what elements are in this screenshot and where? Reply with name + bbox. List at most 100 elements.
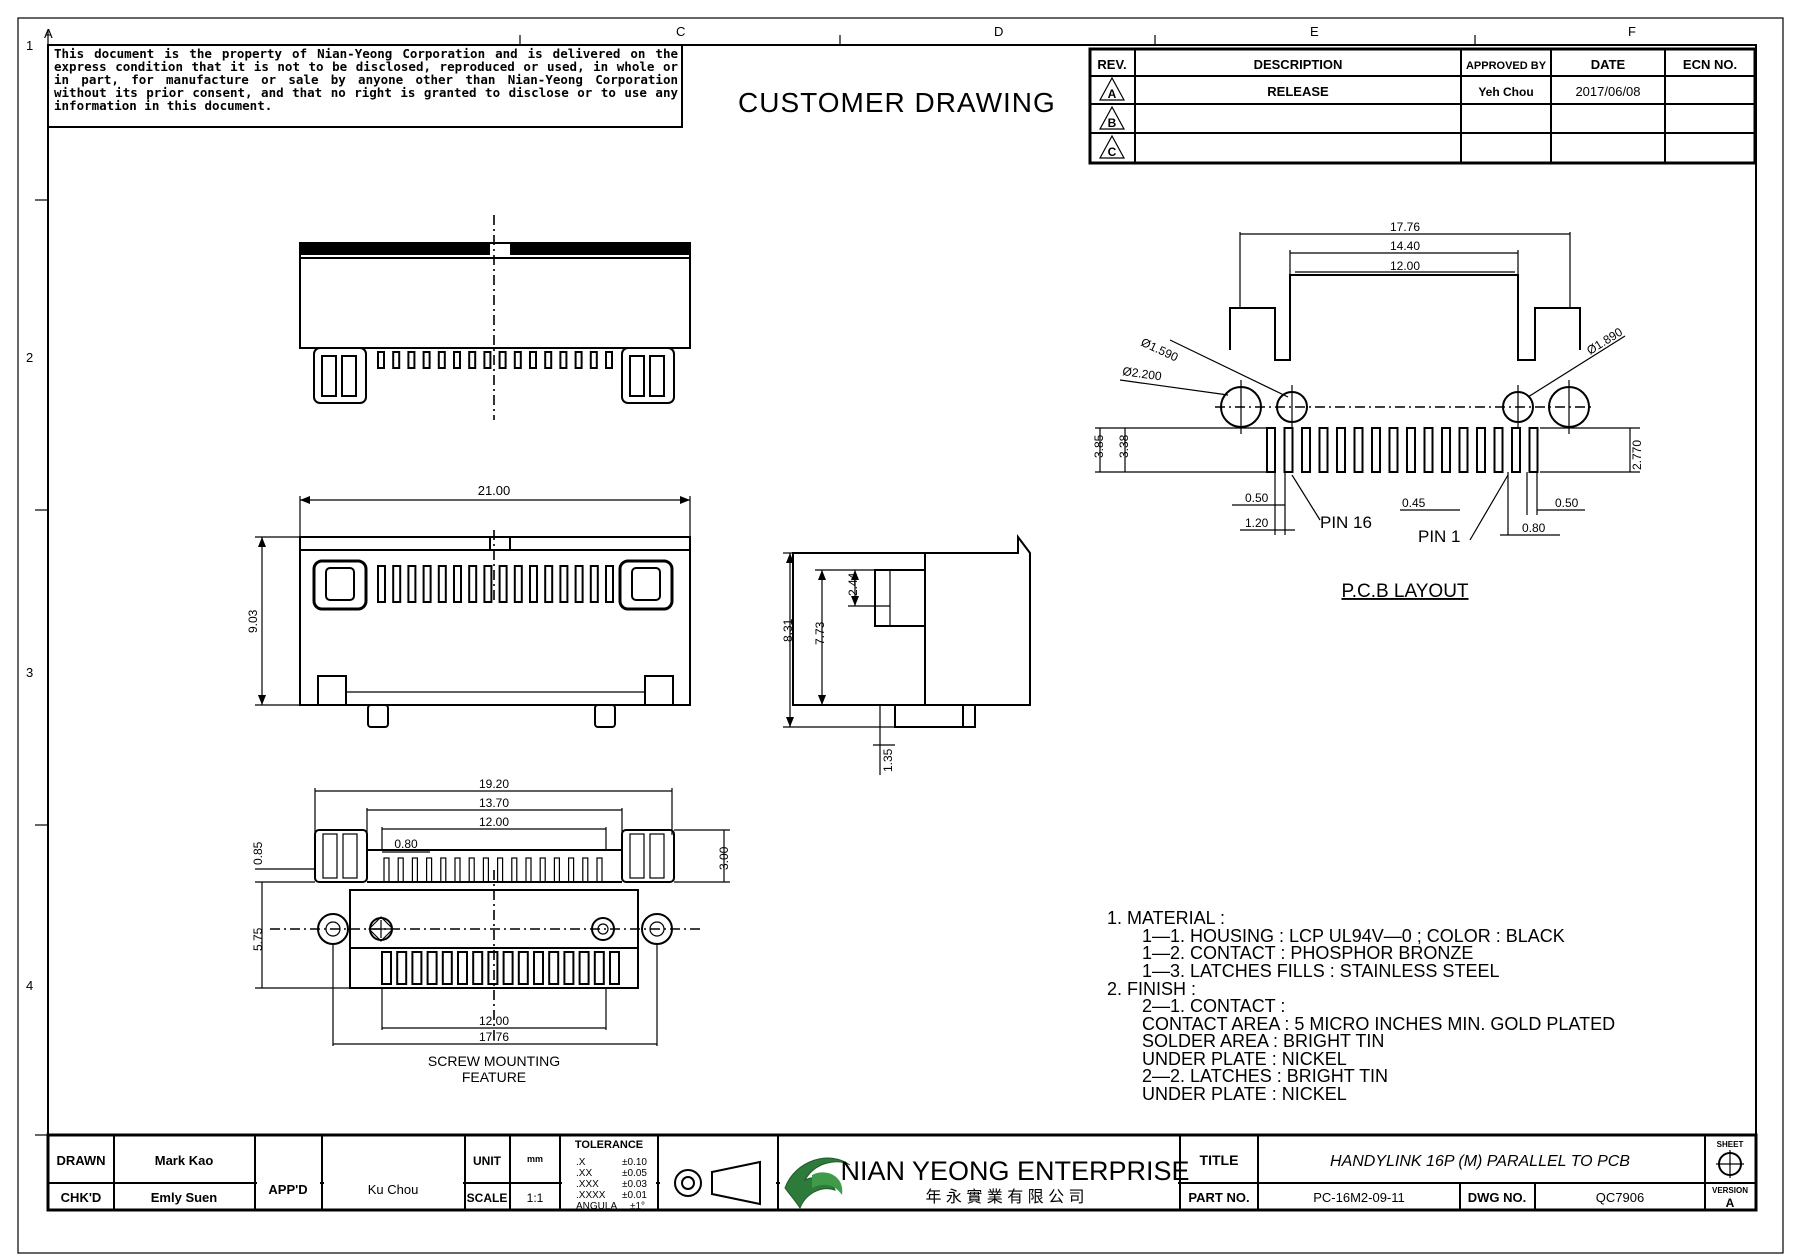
bottom-upper-pin — [411, 857, 418, 883]
unit-label: UNIT — [473, 1154, 502, 1168]
part-no-label: PART NO. — [1188, 1190, 1249, 1205]
front-slot — [559, 565, 569, 603]
sheet-symbol-icon — [1716, 1150, 1744, 1178]
rev-triangle-b — [1098, 105, 1126, 130]
bottom-lower-pin — [517, 951, 529, 985]
company-name: NIAN YEONG ENTERPRISE — [840, 1156, 1189, 1186]
pcb-pad — [1318, 427, 1329, 473]
dwg-no-value: QC7906 — [1596, 1190, 1644, 1205]
bottom-lower-pin — [441, 951, 453, 985]
pcb-layout-title: P.C.B LAYOUT — [1341, 581, 1468, 602]
tol-xxxx-key: .XXXX — [576, 1190, 606, 1201]
chkd-label: CHK'D — [61, 1190, 102, 1205]
disclaimer-text-container: This document is the property of Nian-Ye… — [54, 47, 678, 113]
top-pin — [453, 351, 461, 369]
bottom-lower-pin — [396, 951, 408, 985]
projection-symbol-icon — [674, 1160, 761, 1206]
rev-a-description: RELEASE — [1267, 84, 1329, 99]
rev-header-description: DESCRIPTION — [1254, 57, 1343, 72]
top-pin — [498, 351, 507, 369]
top-view-pins — [377, 351, 613, 369]
note-under-plate-1: UNDER PLATE : NICKEL — [1142, 1049, 1347, 1069]
side-view: 8.31 7.73 2.44 1.35 — [781, 534, 1031, 775]
pcb-pad — [1493, 427, 1504, 473]
top-pin — [437, 351, 446, 369]
front-slot — [498, 565, 508, 603]
rev-a-date: 2017/06/08 — [1575, 84, 1640, 99]
front-slot — [468, 565, 478, 603]
dim-bottom-h2: 5.75 — [251, 927, 265, 951]
bottom-upper-pin — [539, 857, 546, 883]
dim-pcb-pad-w: 0.50 — [1245, 491, 1269, 505]
note-1: 1. MATERIAL : — [1107, 908, 1225, 928]
bottom-lower-pin — [533, 951, 544, 985]
dim-side-pin: 1.35 — [881, 748, 895, 772]
bottom-lower-pin — [381, 951, 392, 985]
front-slot — [422, 565, 432, 603]
disclaimer-text: This document is the property of Nian-Ye… — [54, 47, 678, 113]
front-slot — [437, 565, 447, 603]
disclaimer-box — [47, 44, 683, 128]
material-notes: 1. MATERIAL : 1—1. HOUSING : LCP UL94V—0… — [1107, 908, 1615, 1104]
note-contact-area: CONTACT AREA : 5 MICRO INCHES MIN. GOLD … — [1142, 1014, 1615, 1034]
dim-bottom-b2: 17.76 — [479, 1030, 509, 1044]
zone-col-c: C — [676, 24, 685, 39]
tol-x-val: ±0.10 — [622, 1157, 647, 1168]
dim-bottom-h3: 3.00 — [717, 846, 731, 870]
outer-border — [17, 17, 1784, 1254]
dim-pcb-w1: 17.76 — [1390, 220, 1420, 234]
bottom-lower-pin — [563, 951, 575, 985]
top-pin — [392, 351, 401, 369]
bottom-lower-pin — [487, 951, 499, 985]
tolerance-label: TOLERANCE — [575, 1139, 643, 1151]
pcb-pad — [1283, 427, 1294, 473]
bottom-upper-pin — [426, 857, 433, 883]
top-pin — [513, 351, 522, 369]
top-pin — [468, 351, 477, 369]
dim-pcb-pad-gap: 1.20 — [1245, 516, 1269, 530]
zone-row-1: 1 — [26, 38, 33, 53]
revision-table: REV. DESCRIPTION APPROVED BY DATE ECN NO… — [1088, 47, 1757, 165]
bottom-lower-pin — [426, 951, 438, 985]
front-slot — [483, 565, 493, 603]
drawn-value: Mark Kao — [155, 1153, 214, 1168]
top-pin — [529, 351, 537, 369]
bottom-upper-pin — [468, 857, 475, 883]
front-slot — [544, 565, 554, 603]
inner-border — [47, 44, 1757, 1211]
pcb-pad — [1476, 427, 1486, 473]
bottom-view-upper-pins — [383, 857, 603, 883]
rev-triangle-c — [1098, 134, 1126, 159]
note-1-2: 1—2. CONTACT : PHOSPHOR BRONZE — [1142, 943, 1473, 963]
pcb-pad — [1388, 427, 1399, 473]
drawing-title: HANDYLINK 16P (M) PARALLEL TO PCB — [1330, 1153, 1630, 1170]
rev-triangle-a — [1098, 76, 1126, 101]
dim-bottom-pitch: 0.80 — [394, 837, 418, 851]
bottom-lower-pin — [502, 951, 514, 985]
zone-markers: A C D E F 1 2 3 4 — [26, 24, 1636, 1136]
pcb-pad — [1406, 427, 1416, 473]
tol-xx-val: ±0.05 — [622, 1168, 647, 1179]
front-slot — [377, 565, 386, 603]
rev-header-date: DATE — [1591, 57, 1626, 72]
dim-side-total: 8.31 — [781, 618, 795, 642]
front-slot — [574, 565, 584, 603]
tol-xxx-key: .XXX — [576, 1179, 599, 1190]
bottom-lower-pin — [578, 951, 590, 985]
dim-pcb-h3: 2.770 — [1630, 440, 1644, 470]
company-name-chinese: 年 永 實 業 有 限 公 司 — [925, 1187, 1084, 1206]
top-pin — [483, 351, 492, 369]
pcb-pad — [1301, 427, 1311, 473]
dim-front-width: 21.00 — [478, 483, 511, 498]
screw-mounting-title-1: SCREW MOUNTING — [428, 1053, 560, 1069]
rev-b-label: B — [1108, 116, 1117, 130]
part-no-value: PC-16M2-09-11 — [1313, 1190, 1405, 1205]
bottom-upper-pin — [596, 857, 603, 883]
tol-xxxx-val: ±0.01 — [622, 1190, 647, 1201]
rev-a-approved: Yeh Chou — [1478, 85, 1533, 99]
dim-pcb-w2: 14.40 — [1390, 239, 1420, 253]
top-pin — [422, 351, 431, 369]
dim-bottom-h1: 0.85 — [251, 841, 265, 865]
tol-angle-val: ±1° — [630, 1201, 645, 1212]
drawn-label: DRAWN — [56, 1153, 105, 1168]
